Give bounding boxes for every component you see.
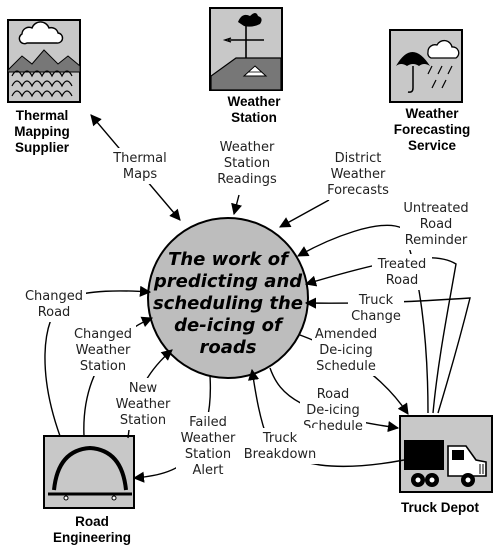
failed-line-4: Alert [193,463,224,478]
forecasting-line-2: Forecasting [394,122,471,137]
amended-line-1: Amended [315,327,377,342]
changed-road-line-2: Road [38,305,71,320]
weather-station-line-2: Station [231,110,277,125]
label-road-deicing: Road De-icing Schedule [300,384,366,436]
changed-station-line-1: Changed [74,327,132,342]
station-readings-line-3: Readings [217,172,277,187]
label-treated-road: Treated Road [372,254,432,290]
process-line-3: scheduling the [153,293,303,314]
label-district-forecasts: District Weather Forecasts [322,148,392,200]
weather-station-entity: Weather Station [209,7,283,125]
forecasting-line-1: Weather [405,106,459,121]
road-engineering-entity: Road Engineering [43,435,135,545]
amended-line-3: Schedule [316,359,376,374]
road-deicing-line-2: De-icing [306,403,360,418]
weather-forecasting-entity: Weather Forecasting Service [389,29,471,153]
flow-labels: Thermal Maps Weather Station Readings Di… [22,137,472,480]
thermal-line-3: Supplier [15,140,70,155]
process-line-1: The work of [168,249,290,270]
thermal-maps-line-2: Maps [123,167,157,182]
truck-change-line-1: Truck [358,293,394,308]
thermal-line-1: Thermal [16,108,69,123]
station-readings-line-1: Weather [220,140,275,155]
thermal-map-icon [7,19,81,103]
changed-station-line-3: Station [80,359,126,374]
weather-station-line-1: Weather [227,94,281,109]
road-deicing-line-1: Road [317,387,350,402]
new-station-line-1: New [129,381,158,396]
road-engineering-line-1: Road [75,514,109,529]
label-untreated-reminder: Untreated Road Reminder [400,198,472,250]
treated-line-1: Treated [377,257,426,272]
truck-depot-label: Truck Depot [401,500,480,515]
label-truck-change: Truck Change [348,290,404,326]
umbrella-rain-icon [389,29,463,103]
district-forecasts-line-1: District [335,151,382,166]
weathervane-icon [209,7,283,91]
untreated-line-1: Untreated [403,201,468,216]
forecasting-line-3: Service [408,138,457,153]
truck-change-line-2: Change [351,309,401,324]
road-engineering-line-2: Engineering [53,530,131,545]
label-new-station: New Weather Station [112,378,174,430]
process-line-2: predicting and [153,271,303,292]
edge-station-readings [231,194,242,216]
label-station-readings: Weather Station Readings [214,137,280,191]
thermal-line-2: Mapping [14,124,70,139]
untreated-line-3: Reminder [405,233,468,248]
thermal-maps-line-1: Thermal [112,151,167,166]
label-truck-breakdown: Truck Breakdown [242,428,318,464]
station-readings-line-2: Station [224,156,270,171]
process-line-5: roads [200,337,257,358]
label-changed-station: Changed Weather Station [70,324,136,376]
changed-station-line-2: Weather [76,343,131,358]
changed-road-line-1: Changed [25,289,83,304]
hard-hat-icon [43,435,135,509]
failed-line-3: Station [185,447,231,462]
label-amended-schedule: Amended De-icing Schedule [312,324,380,376]
truck-breakdown-line-2: Breakdown [244,447,317,462]
truck-breakdown-line-1: Truck [262,431,298,446]
failed-line-1: Failed [189,415,227,430]
amended-line-2: De-icing [319,343,373,358]
label-changed-road: Changed Road [22,286,86,322]
truck-depot-entity: Truck Depot [399,415,493,515]
district-forecasts-line-2: Weather [331,167,386,182]
treated-line-2: Road [386,273,419,288]
thermal-mapping-entity: Thermal Mapping Supplier [7,19,81,155]
label-thermal-maps: Thermal Maps [108,148,172,184]
untreated-line-2: Road [420,217,453,232]
process-line-4: de-icing of [174,315,284,336]
new-station-line-3: Station [120,413,166,428]
road-deicing-line-3: Schedule [303,419,363,434]
new-station-line-2: Weather [116,397,171,412]
label-failed-alert: Failed Weather Station Alert [176,412,240,480]
edge-treated-road [304,256,457,414]
district-forecasts-line-3: Forecasts [327,183,389,198]
failed-line-2: Weather [181,431,236,446]
truck-icon [399,415,493,493]
edge-forecasts [279,199,330,228]
process-title: The work of predicting and scheduling th… [153,249,303,358]
